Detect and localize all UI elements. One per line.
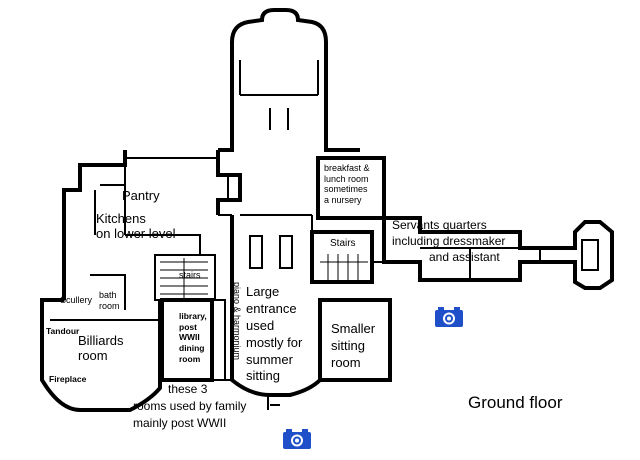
servants-line-1: Servants quarters bbox=[392, 218, 487, 232]
stairs-small-label: stairs bbox=[179, 270, 201, 280]
piano-label: piano & harmonium bbox=[232, 282, 242, 361]
breakfast-line-4: a nursery bbox=[324, 194, 362, 205]
library-line-5: room bbox=[179, 353, 201, 364]
large-entrance-line-4: mostly for bbox=[246, 334, 303, 350]
pantry-label: Pantry bbox=[122, 188, 160, 203]
billiards-line-2: room bbox=[78, 348, 108, 364]
smaller-sitting-line-2: sitting bbox=[331, 338, 365, 354]
large-entrance-label: Large entrance used mostly for summer si… bbox=[246, 284, 302, 385]
servants-line-2: including dressmaker bbox=[392, 233, 506, 248]
servants-label: Servants quarters including dressmaker a… bbox=[392, 218, 505, 265]
family-note-line-1: these 3 bbox=[168, 382, 208, 396]
fireplace-label: Fireplace bbox=[49, 374, 87, 384]
billiards-label: Billiards room bbox=[78, 333, 124, 364]
family-note-line-2: rooms used by family bbox=[133, 398, 247, 413]
library-label: library, post WWII dining room bbox=[179, 311, 207, 364]
camera-icon[interactable] bbox=[282, 428, 312, 450]
large-entrance-line-3: used bbox=[246, 317, 275, 333]
family-note-label: these 3 rooms used by family mainly post… bbox=[133, 381, 246, 431]
library-line-3: WWII bbox=[179, 332, 200, 343]
large-entrance-line-5: summer bbox=[246, 351, 293, 367]
breakfast-line-1: breakfast & bbox=[324, 163, 370, 173]
large-entrance-line-6: sitting bbox=[246, 368, 280, 384]
family-note-line-3: mainly post WWII bbox=[133, 415, 227, 430]
large-entrance-line-2: entrance bbox=[246, 300, 297, 316]
library-line-2: post bbox=[179, 321, 197, 332]
breakfast-label: breakfast & lunch room sometimes a nurse… bbox=[324, 163, 370, 205]
kitchens-line-1: Kitchens bbox=[96, 211, 146, 226]
library-line-4: dining bbox=[179, 342, 205, 353]
breakfast-line-3: sometimes bbox=[324, 184, 368, 195]
servants-line-3: and assistant bbox=[429, 249, 500, 264]
billiards-line-1: Billiards bbox=[78, 333, 124, 348]
smaller-sitting-line-1: Smaller bbox=[331, 321, 376, 336]
bath-label: bath room bbox=[99, 290, 120, 311]
smaller-sitting-line-3: room bbox=[331, 355, 361, 371]
library-line-1: library, bbox=[179, 311, 207, 321]
ground-floor-legend: Ground floor bbox=[468, 393, 563, 412]
kitchens-label: Kitchens on lower level bbox=[96, 211, 176, 242]
bath-line-1: bath bbox=[99, 290, 117, 300]
kitchens-line-2: on lower level bbox=[96, 226, 176, 242]
scullery-label: Scullery bbox=[60, 295, 93, 305]
breakfast-line-2: lunch room bbox=[324, 173, 369, 184]
bath-line-2: room bbox=[99, 300, 120, 311]
stairs-main-label: Stairs bbox=[330, 238, 356, 249]
large-entrance-line-1: Large bbox=[246, 284, 280, 299]
tandour-label: Tandour bbox=[46, 326, 80, 336]
camera-icon[interactable] bbox=[434, 306, 464, 328]
smaller-sitting-label: Smaller sitting room bbox=[331, 320, 375, 371]
